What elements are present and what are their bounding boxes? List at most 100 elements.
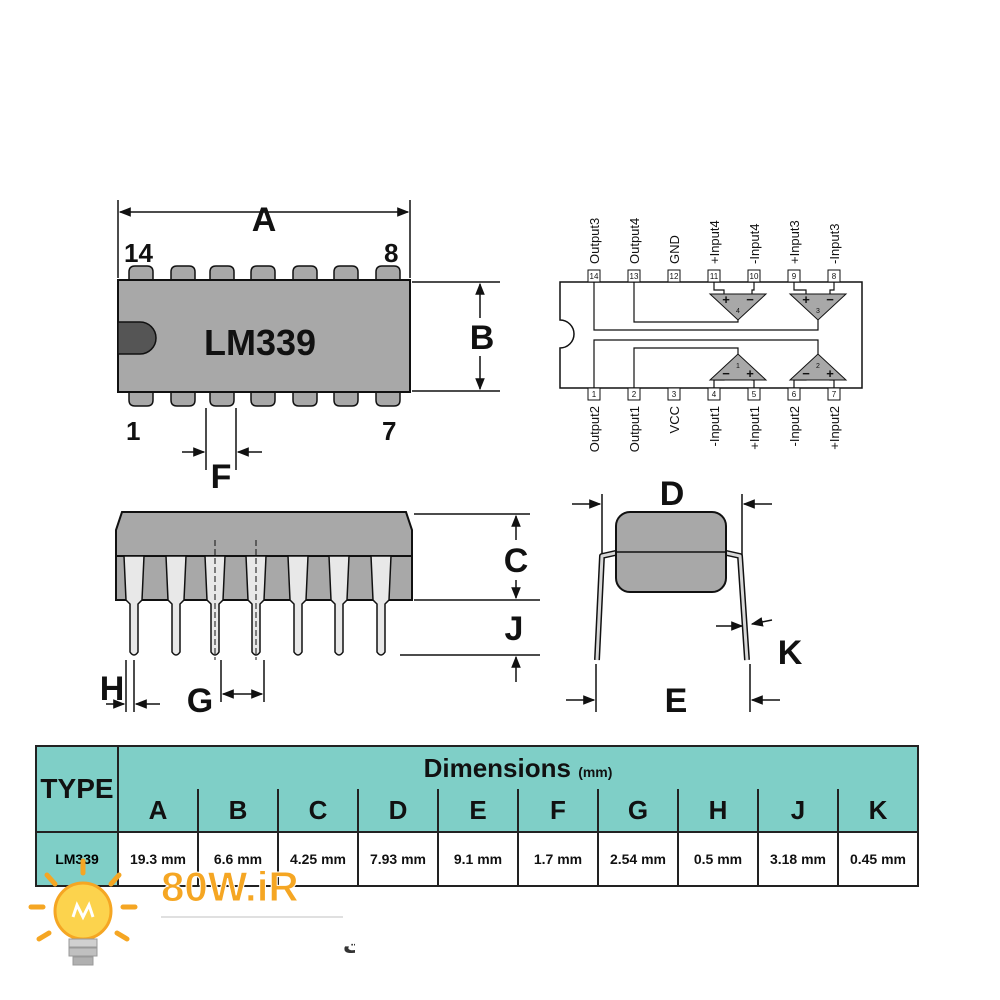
pinout-top-pin-label: Output3 (587, 218, 602, 264)
pinout-bottom-pin-box (747, 387, 761, 401)
wire-in4n (751, 282, 755, 294)
dim-e-label: E (665, 682, 688, 720)
top-pins-down (128, 391, 401, 407)
pin14-label: 14 (124, 238, 153, 268)
type-header: TYPE (35, 745, 119, 833)
side-view: C J H G (100, 511, 540, 720)
table-row: LM339 19.3 mm 6.6 mm 4.25 mm 7.93 mm 9.1… (35, 831, 919, 887)
pinout-top-pin-number: 14 (590, 272, 599, 281)
pinout-bottom-pin-label: -Input2 (787, 406, 802, 446)
pinout-bottom-pins: 1Output22Output13VCC4-Input15+Input16-In… (587, 387, 842, 452)
comparator-2-number: 2 (816, 363, 820, 370)
pinout-top-pin-number: 13 (630, 272, 639, 281)
column-header: B (197, 789, 279, 833)
dim-d-label: D (660, 475, 685, 513)
top-pin-lead (170, 265, 196, 281)
bottom-pin-lead (292, 391, 318, 407)
pinout-top-pin-box (587, 269, 601, 283)
top-pin-lead (209, 265, 235, 281)
column-header: D (357, 789, 439, 833)
comparator-3: + − 3 (788, 292, 848, 321)
column-header: E (437, 789, 519, 833)
wire-output2 (593, 339, 819, 388)
pin8-label: 8 (384, 238, 398, 268)
wire-in3n (829, 282, 835, 294)
wire-output3 (593, 282, 819, 331)
value-cell: 4.25 mm (277, 831, 359, 887)
pinout-top-pin-label: +Input4 (707, 220, 722, 264)
pinout-bottom-pin-number: 3 (672, 390, 677, 399)
pinout-top-pin-box (667, 269, 681, 283)
pinout-top-pin-number: 12 (670, 272, 679, 281)
pinout-top-pin-box (707, 269, 721, 283)
dimensions-title-text: Dimensions (423, 752, 571, 783)
pinout-bottom-pin-number: 4 (712, 390, 717, 399)
pinout-top-pin-number: 8 (832, 272, 837, 281)
value-cell: 6.6 mm (197, 831, 279, 887)
comparator-3-triangle (788, 293, 848, 321)
bottom-pin-lead (375, 391, 401, 407)
brand-subtitle: فروشگاه ۸۰ وات (343, 932, 355, 959)
pinout-top-pin-label: -Input4 (747, 224, 762, 264)
value-cell: 7.93 mm (357, 831, 439, 887)
comparator-4-plus: + (722, 292, 730, 307)
lightbulb-icon (28, 858, 138, 966)
pinout-top-pin-label: GND (667, 235, 682, 264)
dim-h-label: H (100, 670, 125, 708)
comparator-1: − + 1 (708, 353, 768, 381)
comparator-1-triangle (708, 353, 768, 381)
pin1-label: 1 (126, 416, 140, 446)
pinout-bottom-pin-number: 6 (792, 390, 797, 399)
pinout-bottom-pin-box (667, 387, 681, 401)
comparator-1-plus: + (746, 366, 754, 381)
end-lead-left-inner (595, 550, 621, 661)
side-pin-lead (287, 555, 309, 656)
side-pin-lead (328, 555, 350, 656)
bottom-pin-lead (170, 391, 196, 407)
brand-name: 80W.iR (161, 863, 299, 910)
column-header: J (757, 789, 839, 833)
pinout-bottom-pin-box (627, 387, 641, 401)
wire-in3p (793, 282, 807, 294)
pinout-top-pin-box (827, 269, 841, 283)
bottom-pin-lead (250, 391, 276, 407)
pinout-top-pin-number: 9 (792, 272, 797, 281)
dim-j-label: J (505, 610, 524, 648)
comparator-2: − + 2 (788, 353, 848, 381)
pinout-top-pin-label: Output4 (627, 218, 642, 264)
table-column-row: A B C D E F G H J K (36, 789, 919, 833)
value-cell: 0.45 mm (837, 831, 919, 887)
column-header: H (677, 789, 759, 833)
pinout-bottom-pin-label: Output1 (627, 406, 642, 452)
pinout-bottom-pin-box (707, 387, 721, 401)
wire-in4p (713, 282, 725, 294)
dim-f-label: F (211, 458, 232, 496)
package-diagram: A 14 8 LM339 B 1 7 F C J (100, 200, 863, 720)
watermark-logo: 80W.iR فروشگاه ۸۰ وات (28, 858, 355, 966)
top-pin-lead (375, 265, 401, 281)
value-cell: 0.5 mm (677, 831, 759, 887)
pinout-top-pin-box (747, 269, 761, 283)
side-pin-lead (123, 555, 145, 656)
bottom-pin-lead (209, 391, 235, 407)
pinout-top-pin-box (787, 269, 801, 283)
value-cell: 2.54 mm (597, 831, 679, 887)
side-pin-lead (165, 555, 187, 656)
comparator-2-minus: − (802, 366, 810, 381)
comparator-4-minus: − (746, 292, 754, 307)
chip-notch (117, 321, 157, 355)
chip-label: LM339 (204, 322, 316, 363)
dimensions-title: Dimensions (mm) (117, 745, 919, 789)
pinout-bottom-pin-number: 7 (832, 390, 837, 399)
table-header-row: TYPE Dimensions (mm) (35, 745, 919, 833)
comparator-1-number: 1 (736, 363, 740, 370)
comparator-3-minus: − (826, 292, 834, 307)
pinout-bottom-pin-label: +Input1 (747, 406, 762, 450)
pinout-bottom-pin-number: 2 (632, 390, 637, 399)
wire-output1 (633, 347, 739, 388)
pinout-bottom-pin-box (827, 387, 841, 401)
dim-c-label: C (504, 542, 529, 580)
dimensions-table: TYPE Dimensions (mm) A B C D E F G H J K… (35, 745, 919, 887)
top-pin-lead (292, 265, 318, 281)
comparator-4-number: 4 (736, 308, 740, 315)
